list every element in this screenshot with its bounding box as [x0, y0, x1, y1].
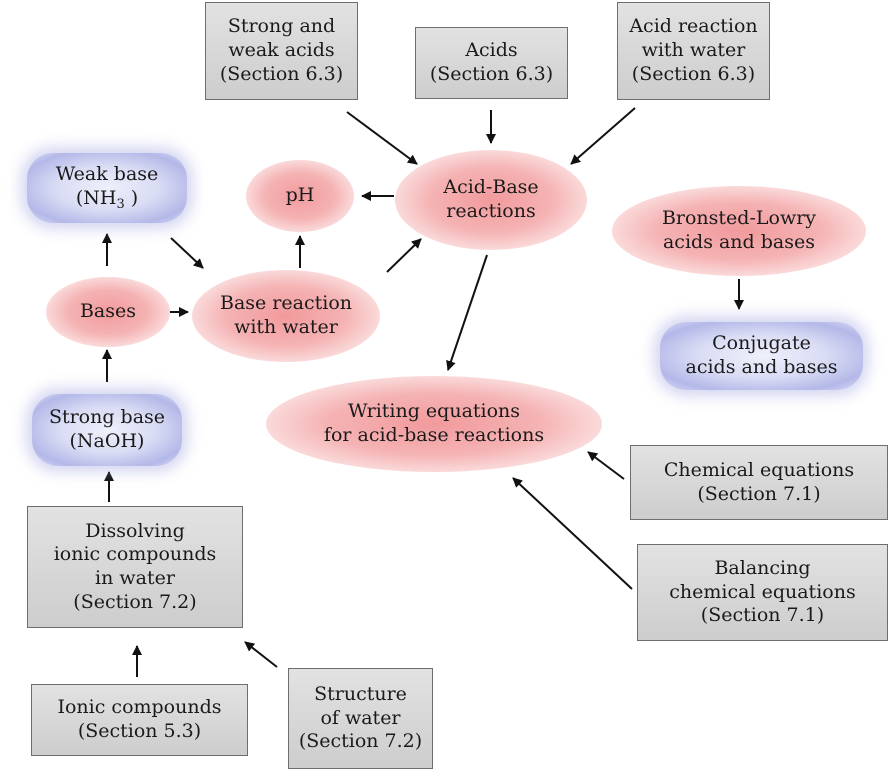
arrow-strong-weak-to-acid-base [346, 111, 418, 165]
arrow-acid-base-to-writing [446, 254, 488, 371]
node-strong-weak-acids: Strong and weak acids (Section 6.3) [205, 2, 358, 100]
arrow-acid-reaction-to-acid-base [570, 107, 636, 165]
node-balancing-equations: Balancing chemical equations (Section 7.… [637, 544, 888, 641]
node-acids: Acids (Section 6.3) [415, 27, 568, 99]
weak-base-formula: (NH3 ) [75, 186, 139, 212]
node-ph: pH [246, 160, 354, 232]
node-acid-base-reactions: Acid-Base reactions [395, 150, 587, 250]
node-writing-equations: Writing equations for acid-base reaction… [266, 376, 602, 472]
node-bronsted-lowry: Bronsted-Lowry acids and bases [612, 186, 866, 276]
arrow-balancing-to-writing [512, 477, 633, 590]
weak-base-label: Weak base [55, 163, 159, 185]
arrow-structure-to-dissolving [244, 641, 278, 668]
node-conjugate: Conjugate acids and bases [660, 322, 863, 390]
node-base-reaction-water: Base reaction with water [192, 270, 380, 362]
node-weak-base: Weak base (NH3 ) [27, 153, 187, 223]
node-acid-reaction-water: Acid reaction with water (Section 6.3) [617, 2, 770, 100]
node-ionic-compounds: Ionic compounds (Section 5.3) [31, 684, 248, 756]
node-chemical-equations: Chemical equations (Section 7.1) [630, 445, 888, 520]
node-structure-water: Structure of water (Section 7.2) [288, 668, 433, 769]
arrow-weak-base-to-base-reaction [170, 237, 204, 269]
node-bases: Bases [46, 277, 170, 347]
arrow-chemical-eq-to-writing [587, 451, 625, 480]
node-dissolving-ionic: Dissolving ionic compounds in water (Sec… [27, 506, 243, 628]
arrow-base-reaction-to-acid-base [386, 238, 422, 273]
node-strong-base: Strong base (NaOH) [32, 394, 182, 466]
